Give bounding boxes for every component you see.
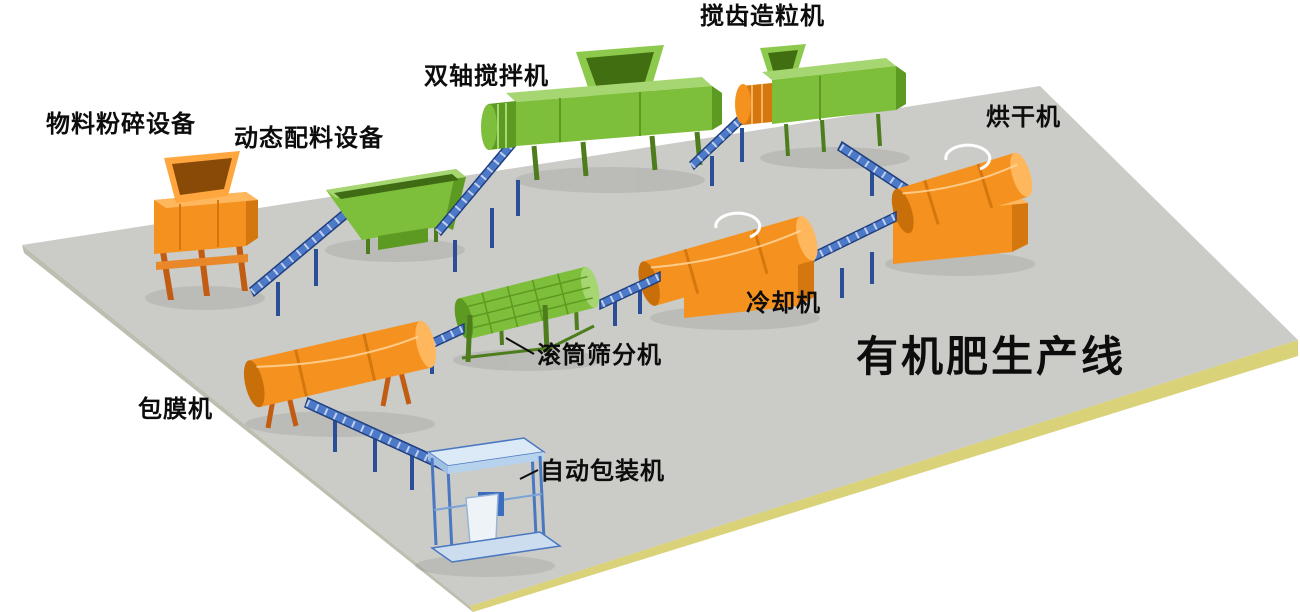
screener-label-leader bbox=[505, 337, 535, 355]
packer-base bbox=[430, 531, 562, 563]
coater-machine bbox=[243, 320, 437, 429]
label-crusher: 物料粉碎设备 bbox=[46, 111, 196, 138]
dryer-machine bbox=[891, 143, 1033, 264]
label-batching: 动态配料设备 bbox=[234, 125, 384, 152]
crusher-body bbox=[154, 192, 246, 254]
label-screener: 滚筒筛分机 bbox=[537, 342, 662, 369]
screener-machine bbox=[454, 266, 600, 363]
cooler-machine bbox=[638, 211, 818, 318]
label-granulator: 搅齿造粒机 bbox=[700, 3, 825, 30]
diagram-title: 有机肥生产线 bbox=[856, 333, 1127, 380]
label-mixer: 双轴搅拌机 bbox=[424, 63, 549, 90]
label-dryer: 烘干机 bbox=[986, 104, 1061, 131]
granulator-body bbox=[772, 66, 896, 124]
dryer-drum bbox=[891, 152, 1033, 234]
cooler-rotation-arrow bbox=[714, 211, 762, 239]
coater-drum bbox=[243, 320, 437, 408]
packer-bag bbox=[465, 493, 499, 545]
mixer-body bbox=[516, 86, 712, 146]
conveyor-cooler-to-screener bbox=[599, 270, 661, 326]
label-packer: 自动包装机 bbox=[540, 458, 665, 485]
granulator-machine bbox=[735, 44, 906, 157]
label-coater: 包膜机 bbox=[138, 396, 213, 423]
cooler-drum bbox=[638, 216, 818, 306]
packer-machine bbox=[426, 437, 562, 563]
crusher-machine bbox=[154, 151, 258, 300]
mixer-machine bbox=[481, 45, 722, 181]
dryer-rotation-arrow bbox=[944, 143, 992, 171]
floor-edge-left bbox=[22, 245, 473, 612]
packer-label-leader bbox=[519, 469, 539, 480]
label-cooler: 冷却机 bbox=[746, 290, 821, 317]
floor-edge-front bbox=[470, 340, 1298, 612]
